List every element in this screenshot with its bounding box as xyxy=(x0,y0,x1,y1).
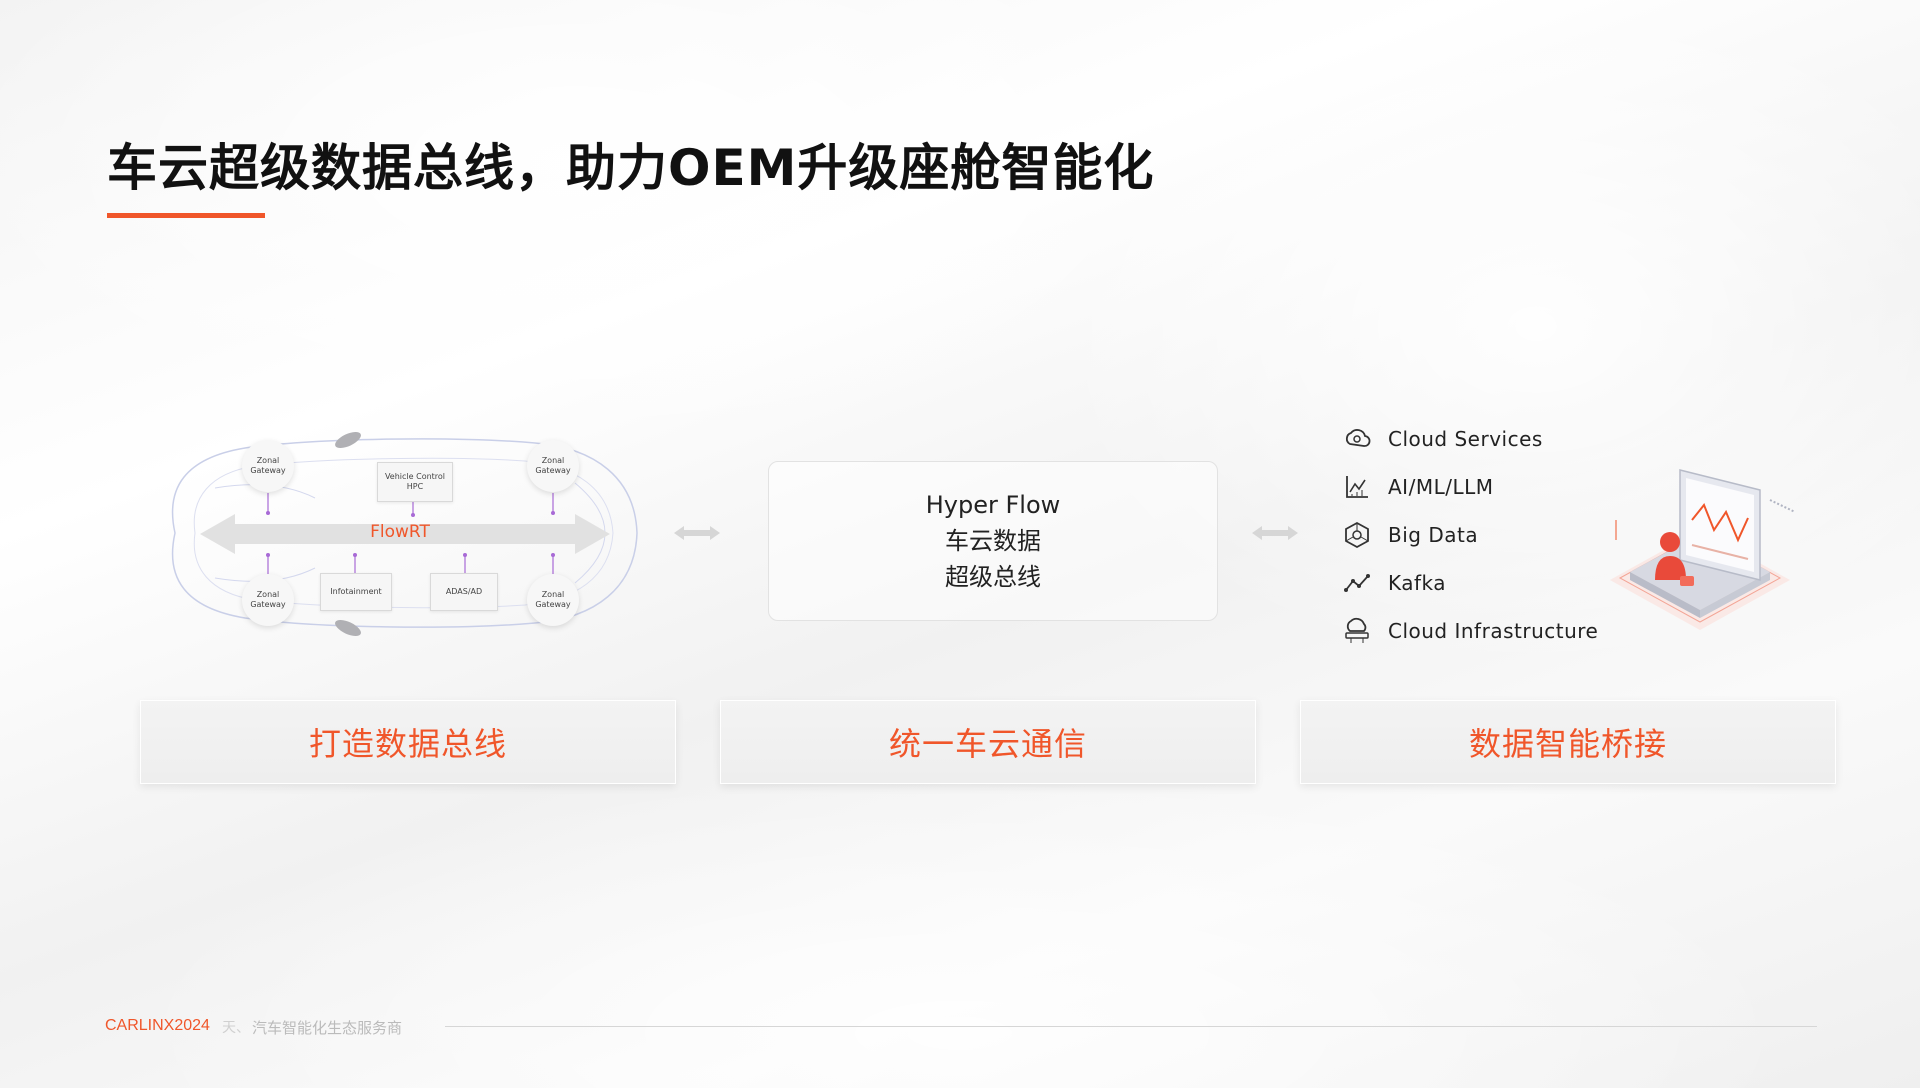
list-item: AI/ML/LLM xyxy=(1342,472,1494,502)
list-item: Cloud Services xyxy=(1342,424,1543,454)
feature-card-label: 打造数据总线 xyxy=(308,725,507,763)
title-underline xyxy=(107,213,265,218)
flowrt-label: FlowRT xyxy=(370,522,430,542)
infotainment-ecu: Infotainment xyxy=(320,573,392,611)
hyper-flow-line2: 车云数据 xyxy=(945,527,1041,555)
cloud-services-icon xyxy=(1342,424,1372,454)
car-outline-icon xyxy=(171,431,638,637)
vehicle-control-hpc: Vehicle Control HPC xyxy=(377,462,453,502)
footer-tagline: 汽车智能化生态服务商 xyxy=(252,1019,403,1037)
hyper-flow-box: Hyper Flow 车云数据 超级总线 xyxy=(768,461,1218,621)
zonal-gateway-bottom-left: Zonal Gateway xyxy=(242,574,294,626)
cloud-infrastructure-icon xyxy=(1342,616,1372,646)
footer-brand: CARLINX2024 xyxy=(105,1017,210,1034)
feature-card-data-bus: 打造数据总线 xyxy=(140,700,676,784)
data-dashboard-illustration xyxy=(1610,469,1796,630)
chart-icon xyxy=(1342,472,1372,502)
hyper-flow-line3: 超级总线 xyxy=(945,563,1041,591)
feature-card-label: 数据智能桥接 xyxy=(1468,725,1667,763)
feature-card-label: 统一车云通信 xyxy=(888,725,1087,763)
kafka-icon xyxy=(1342,568,1372,598)
double-arrow-icon xyxy=(1252,526,1298,540)
feature-card-vehicle-cloud-communication: 统一车云通信 xyxy=(720,700,1256,784)
list-item: Kafka xyxy=(1342,568,1446,598)
feature-card-data-intelligence-bridge: 数据智能桥接 xyxy=(1300,700,1836,784)
list-item: Cloud Infrastructure xyxy=(1342,616,1598,646)
list-item: Big Data xyxy=(1342,520,1478,550)
car-diagram: Zonal Gateway Zonal Gateway Zonal Gatewa… xyxy=(155,428,645,638)
hyper-flow-title: Hyper Flow xyxy=(925,491,1061,519)
zonal-gateway-top-left: Zonal Gateway xyxy=(242,440,294,492)
footer-separator: 天、 xyxy=(222,1020,250,1036)
double-arrow-icon xyxy=(674,526,720,540)
adas-ecu: ADAS/AD xyxy=(430,573,498,611)
zonal-gateway-top-right: Zonal Gateway xyxy=(527,440,579,492)
big-data-icon xyxy=(1342,520,1372,550)
footer-divider xyxy=(445,1026,1817,1027)
zonal-gateway-bottom-right: Zonal Gateway xyxy=(527,574,579,626)
page-title: 车云超级数据总线，助力OEM升级座舱智能化 xyxy=(107,139,1155,197)
